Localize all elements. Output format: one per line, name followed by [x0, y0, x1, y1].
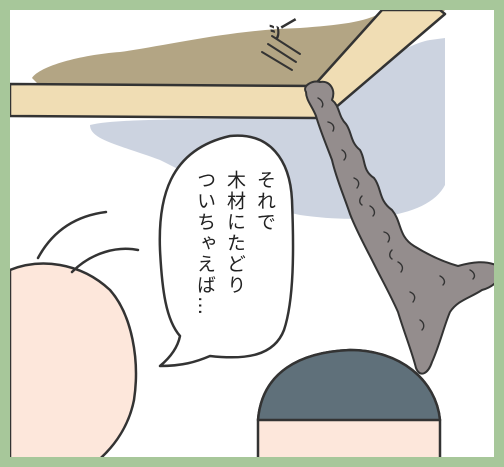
character-right-hair	[256, 348, 442, 422]
speech-line-1: それで	[254, 170, 276, 233]
speech-bubble-text: それで 木材にたどり ついちゃえば…	[180, 170, 290, 360]
character-left-hair-strand	[36, 210, 108, 260]
impact-lines	[261, 35, 301, 71]
speech-bubble	[158, 134, 295, 368]
character-left-hair-strand-2	[70, 247, 140, 274]
wooden-beam-diagonal	[308, 10, 447, 110]
character-left-head	[10, 262, 138, 457]
scene-illustration: ｼー	[10, 10, 494, 457]
wooden-beam-horizontal	[10, 82, 320, 120]
speech-line-2: 木材にたどり	[224, 170, 246, 296]
comic-panel: ｼー それで 木材にたどり ついちゃえば…	[10, 10, 494, 457]
termite-trail	[304, 80, 494, 375]
termite-trail-texture	[317, 97, 476, 331]
speech-line-3: ついちゃえば…	[194, 170, 216, 317]
